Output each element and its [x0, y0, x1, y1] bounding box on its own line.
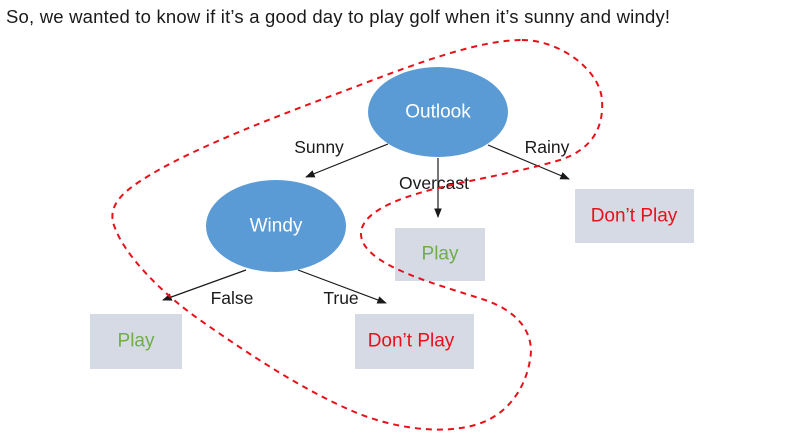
leaf-rainy-dont-play-label: Don’t Play: [591, 206, 678, 227]
leaf-true-dont-play-label: Don’t Play: [368, 331, 455, 352]
windy-node-label: Windy: [250, 216, 303, 237]
leaf-true-dont-play: [355, 314, 474, 369]
edge-label-true: True: [323, 288, 358, 308]
leaf-false-play: [90, 314, 182, 369]
edge-rainy: [487, 144, 570, 180]
edge-label-false: False: [211, 288, 254, 308]
leaf-rainy-dont-play: [575, 189, 694, 243]
edge-false: [162, 269, 247, 301]
outlook-node: [368, 67, 508, 157]
edge-sunny: [305, 143, 389, 178]
leaf-overcast-play-label: Play: [422, 244, 459, 265]
edge-label-rainy: Rainy: [525, 137, 570, 157]
edge-true: [297, 269, 387, 304]
edge-label-sunny: Sunny: [294, 137, 344, 157]
outlook-node-label: Outlook: [405, 102, 471, 123]
windy-node: [206, 180, 346, 272]
highlight-dashed-path: [111, 38, 604, 431]
leaf-false-play-label: Play: [118, 331, 155, 352]
headline: So, we wanted to know if it’s a good day…: [6, 6, 671, 27]
leaf-overcast-play: [395, 228, 485, 281]
edge-label-overcast: Overcast: [399, 173, 469, 193]
